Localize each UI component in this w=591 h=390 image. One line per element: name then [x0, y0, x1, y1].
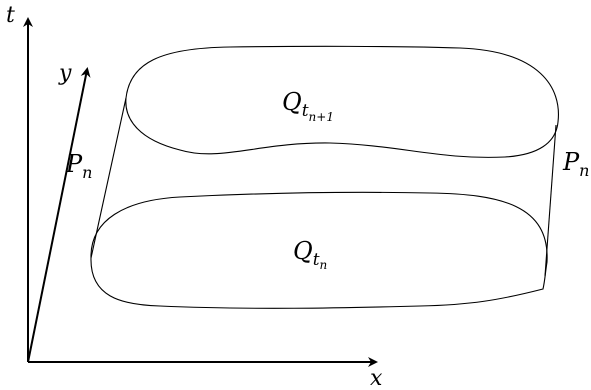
- left-side-line: [90, 97, 127, 259]
- right-face-label: Pn: [562, 148, 589, 180]
- y-axis-label: y: [58, 61, 72, 86]
- upper-region-boundary: [125, 45, 559, 158]
- left-face-label: Pn: [65, 150, 92, 182]
- lower-region-label: Qtn: [293, 237, 327, 272]
- y-axis: [27, 67, 91, 363]
- right-side-line: [544, 124, 557, 277]
- t-axis-label: t: [6, 3, 15, 28]
- x-axis-label: x: [370, 366, 383, 390]
- upper-region-label: Qtn+1: [282, 88, 334, 124]
